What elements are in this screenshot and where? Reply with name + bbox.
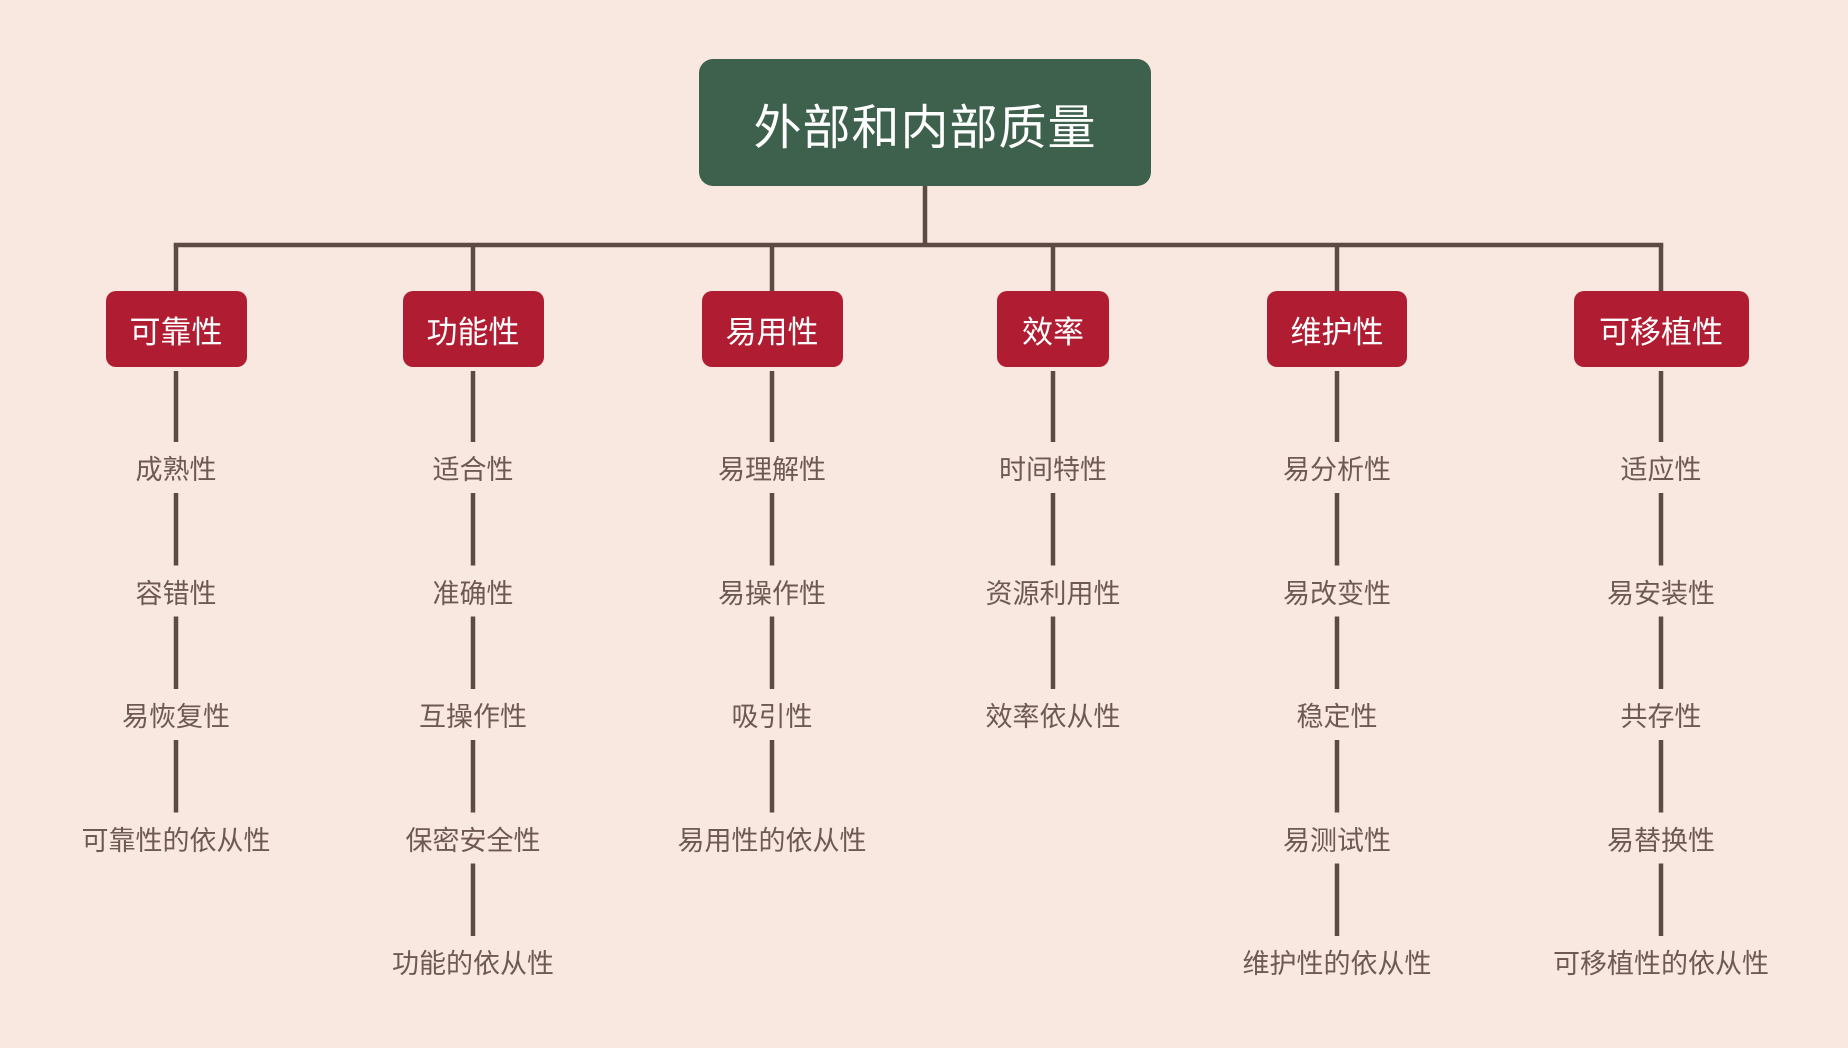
- leaf-node[interactable]: 互操作性: [419, 702, 527, 732]
- leaf-node[interactable]: 易分析性: [1283, 455, 1391, 485]
- leaf-node[interactable]: 效率依从性: [985, 702, 1121, 732]
- leaf-node[interactable]: 易测试性: [1283, 825, 1391, 856]
- leaf-node[interactable]: 容错性: [135, 578, 217, 609]
- branch-node-label: 功能性: [426, 314, 520, 350]
- branch-node[interactable]: 易用性: [701, 291, 843, 367]
- branch-node-label: 维护性: [1290, 314, 1384, 350]
- root-node-label: 外部和内部质量: [753, 101, 1097, 155]
- root-node[interactable]: 外部和内部质量: [699, 59, 1151, 186]
- leaf-node[interactable]: 稳定性: [1296, 702, 1378, 732]
- leaf-node[interactable]: 成熟性: [135, 455, 217, 485]
- leaf-node[interactable]: 维护性的依从性: [1242, 949, 1432, 979]
- leaf-node[interactable]: 易安装性: [1607, 578, 1715, 609]
- leaf-node[interactable]: 吸引性: [731, 702, 813, 732]
- branch-node-label: 易用性: [725, 314, 819, 350]
- branch-node[interactable]: 可移植性: [1573, 291, 1749, 367]
- branch-node[interactable]: 功能性: [402, 291, 544, 367]
- leaf-node[interactable]: 共存性: [1620, 702, 1702, 732]
- leaf-node[interactable]: 易恢复性: [122, 702, 230, 732]
- leaf-node[interactable]: 时间特性: [999, 455, 1107, 485]
- branch-node[interactable]: 效率: [997, 291, 1109, 367]
- leaf-node[interactable]: 功能的依从性: [392, 949, 554, 979]
- leaf-node[interactable]: 适应性: [1620, 455, 1702, 485]
- leaf-node[interactable]: 准确性: [432, 578, 514, 609]
- branch-node-label: 效率: [1022, 314, 1084, 350]
- leaf-node[interactable]: 资源利用性: [985, 578, 1121, 609]
- leaf-node[interactable]: 保密安全性: [405, 825, 541, 856]
- leaf-node[interactable]: 可靠性的依从性: [81, 825, 271, 856]
- leaf-node[interactable]: 易替换性: [1607, 825, 1715, 856]
- leaf-node[interactable]: 易改变性: [1283, 578, 1391, 609]
- leaf-node[interactable]: 易用性的依从性: [677, 825, 867, 856]
- branch-node-label: 可靠性: [129, 314, 223, 350]
- branch-node[interactable]: 可靠性: [105, 291, 247, 367]
- leaf-node[interactable]: 易理解性: [718, 455, 826, 485]
- leaf-node[interactable]: 适合性: [432, 455, 514, 485]
- branch-node-label: 可移植性: [1599, 314, 1723, 350]
- leaf-node[interactable]: 易操作性: [718, 578, 826, 609]
- leaf-node[interactable]: 可移植性的依从性: [1553, 949, 1769, 979]
- branch-node[interactable]: 维护性: [1267, 291, 1407, 367]
